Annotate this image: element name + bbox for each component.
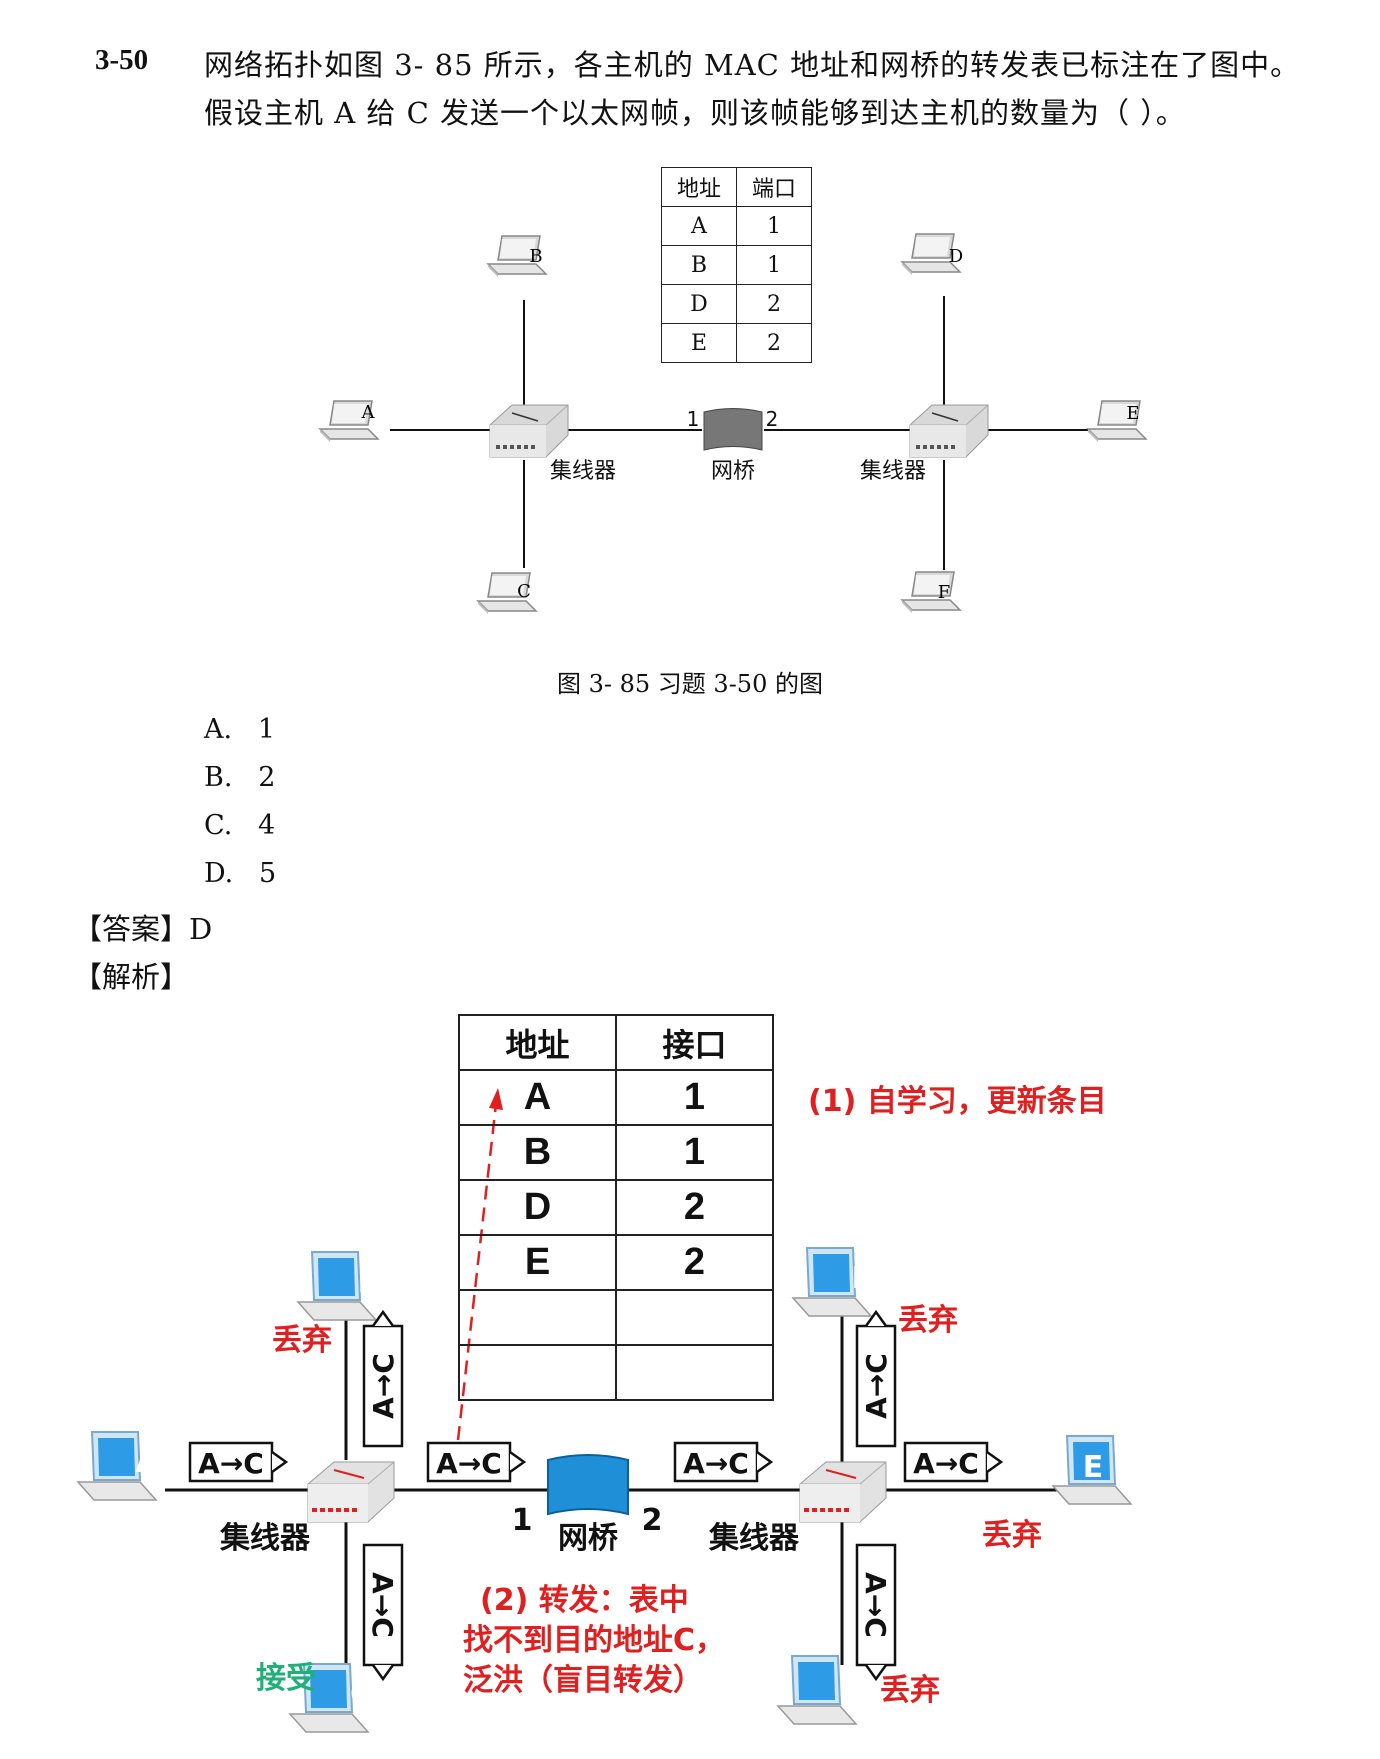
- discard-d: 丢弃: [898, 1303, 958, 1338]
- hub-label-left: 集线器: [550, 459, 616, 484]
- option-a: A. 1: [204, 714, 276, 745]
- host-label-f: F: [938, 582, 951, 603]
- host-label-e: E: [1083, 1450, 1104, 1485]
- host-label-a: A: [361, 402, 376, 423]
- host-label-e: E: [1126, 403, 1139, 424]
- answer: 【答案】D: [73, 912, 213, 946]
- frame-label: A→C: [860, 1353, 893, 1419]
- bridge-label: 网桥: [711, 459, 755, 484]
- hub-label-right: 集线器: [860, 459, 926, 484]
- discard-e: 丢弃: [982, 1518, 1042, 1553]
- host-label-b: B: [529, 246, 542, 267]
- host-label-b: B: [358, 1265, 381, 1300]
- hub-label-right: 集线器: [708, 1521, 800, 1556]
- discard-b: 丢弃: [272, 1323, 332, 1358]
- port-2: 2: [642, 1503, 663, 1538]
- host-label-c: C: [350, 1677, 372, 1712]
- table-header: 接口: [615, 1014, 774, 1071]
- figure1-diagram: A B C D E F 集线器 网桥 集线器 1 2: [319, 233, 1147, 615]
- host-label-c: C: [517, 581, 531, 602]
- option-b: B. 2: [204, 762, 276, 793]
- frame-label: A→C: [913, 1447, 979, 1480]
- table-row: [458, 1344, 774, 1401]
- bridge-icon: [547, 1454, 629, 1516]
- question-number: 3-50: [95, 44, 149, 76]
- frame-label: A→C: [366, 1572, 399, 1638]
- table-header: 地址: [458, 1014, 617, 1071]
- frame-label: A→C: [436, 1447, 502, 1480]
- host-label-f: F: [838, 1669, 859, 1704]
- frame-label: A→C: [198, 1447, 264, 1480]
- bridge-icon: [703, 408, 763, 451]
- host-label-d: D: [949, 246, 963, 267]
- step2-line2: 找不到目的地址C，: [463, 1623, 725, 1658]
- host-label-a: A: [135, 1445, 159, 1480]
- port-1: 1: [512, 1503, 533, 1538]
- step2-line3: 泛洪（盲目转发）: [463, 1663, 703, 1698]
- figure-caption: 图 3- 85 习题 3-50 的图: [557, 670, 823, 698]
- frame-label: A→C: [859, 1572, 892, 1638]
- bridge-label: 网桥: [558, 1521, 618, 1556]
- host-label-d: D: [852, 1261, 877, 1296]
- hub-label-left: 集线器: [219, 1521, 311, 1556]
- analysis-label: 【解析】: [73, 960, 190, 994]
- frame-label: A→C: [367, 1353, 400, 1419]
- table-row: [458, 1289, 774, 1346]
- accept-c: 接受: [256, 1661, 316, 1696]
- question-text-line1: 网络拓扑如图 3- 85 所示，各主机的 MAC 地址和网桥的转发表已标注在了图…: [204, 48, 1301, 82]
- discard-f: 丢弃: [880, 1673, 940, 1708]
- svg-text:2: 2: [766, 407, 779, 431]
- frame-label: A→C: [683, 1447, 749, 1480]
- option-c: C. 4: [204, 810, 276, 841]
- question-text-line2: 假设主机 A 给 C 发送一个以太网帧，则该帧能够到达主机的数量为（ ）。: [204, 96, 1186, 130]
- step2-line1: (2) 转发：表中: [480, 1583, 689, 1618]
- table-header: 端口: [736, 167, 812, 207]
- svg-text:1: 1: [687, 407, 700, 431]
- step1-text: (1) 自学习，更新条目: [808, 1084, 1107, 1119]
- option-d: D. 5: [204, 858, 277, 889]
